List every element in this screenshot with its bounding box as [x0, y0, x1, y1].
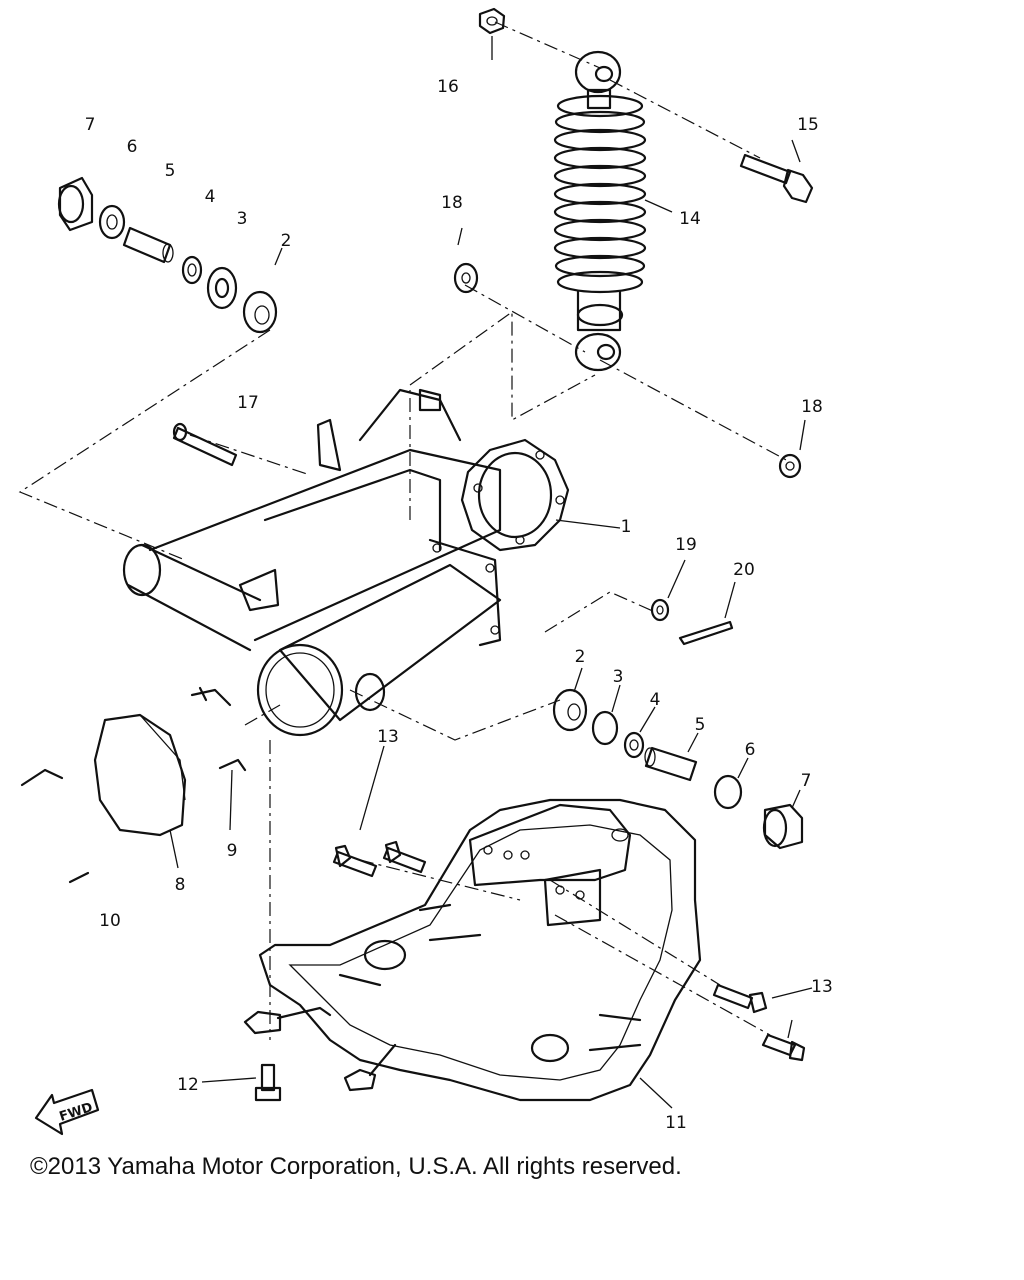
label-8: 8 [175, 875, 186, 895]
label-19: 19 [675, 535, 697, 555]
label-4-left: 4 [205, 187, 216, 207]
part-13-bolts [332, 840, 806, 1062]
swingarm-exploded-diagram: 16 15 14 18 18 7 6 5 4 3 2 17 1 19 20 2 … [18, 7, 833, 1136]
part-2-bearing-right [552, 688, 588, 732]
part-18-collar-top [453, 262, 479, 294]
label-9: 9 [227, 841, 238, 861]
part-14-rear-shock-absorber [553, 50, 647, 372]
leader-lines [169, 36, 813, 1109]
label-7-right: 7 [801, 771, 812, 791]
part-7-cap-right [762, 803, 804, 850]
label-17: 17 [237, 393, 259, 413]
label-12: 12 [177, 1075, 199, 1095]
part-16-nut [478, 7, 506, 35]
label-3-right: 3 [613, 667, 624, 687]
part-4-bearing-right [623, 731, 645, 759]
label-7-left: 7 [85, 115, 96, 135]
part-6-bushing-left [98, 204, 126, 240]
part-10-clip [20, 768, 90, 884]
label-3-left: 3 [237, 209, 248, 229]
part-number-labels: 16 15 14 18 18 7 6 5 4 3 2 17 1 19 20 2 … [85, 77, 833, 1133]
part-3-seal-left [206, 266, 238, 310]
label-18-right: 18 [801, 397, 823, 417]
part-1-hub-flange [460, 438, 570, 552]
label-18-top: 18 [441, 193, 463, 213]
part-9-clip [190, 686, 247, 772]
label-11: 11 [665, 1113, 687, 1133]
label-16: 16 [437, 77, 459, 97]
part-17-bolt [172, 422, 238, 467]
part-11-guard [243, 798, 702, 1102]
label-5-right: 5 [695, 715, 706, 735]
label-20: 20 [733, 560, 755, 580]
part-12-bolt [254, 1063, 282, 1102]
part-19-washer [650, 598, 670, 622]
part-5-collar-left [122, 226, 174, 264]
part-7-cap-left [57, 176, 94, 232]
part-18-collar-right [778, 453, 802, 479]
part-3-seal-right [591, 710, 619, 746]
label-15: 15 [797, 115, 819, 135]
label-13-right: 13 [811, 977, 833, 997]
label-5-left: 5 [165, 161, 176, 181]
label-4-right: 4 [650, 690, 661, 710]
part-2-bearing-left [242, 290, 278, 334]
part-6-bushing-right [713, 774, 743, 810]
copyright-notice: ©2013 Yamaha Motor Corporation, U.S.A. A… [30, 1153, 682, 1180]
label-2-right: 2 [575, 647, 586, 667]
swingarm-body [122, 388, 502, 737]
label-13-top: 13 [377, 727, 399, 747]
part-5-collar-right [644, 746, 698, 782]
part-8-cover [93, 713, 187, 837]
label-6-right: 6 [745, 740, 756, 760]
assembly-lines [18, 21, 791, 1040]
label-10: 10 [99, 911, 121, 931]
label-1: 1 [621, 517, 632, 537]
part-15-bolt [739, 153, 814, 204]
label-2-left: 2 [281, 231, 292, 251]
part-4-bearing-left [181, 255, 203, 285]
fwd-arrow-icon: FWD [34, 1088, 100, 1136]
label-6-left: 6 [127, 137, 138, 157]
part-20-cotter-pin [678, 620, 734, 646]
label-14: 14 [679, 209, 701, 229]
